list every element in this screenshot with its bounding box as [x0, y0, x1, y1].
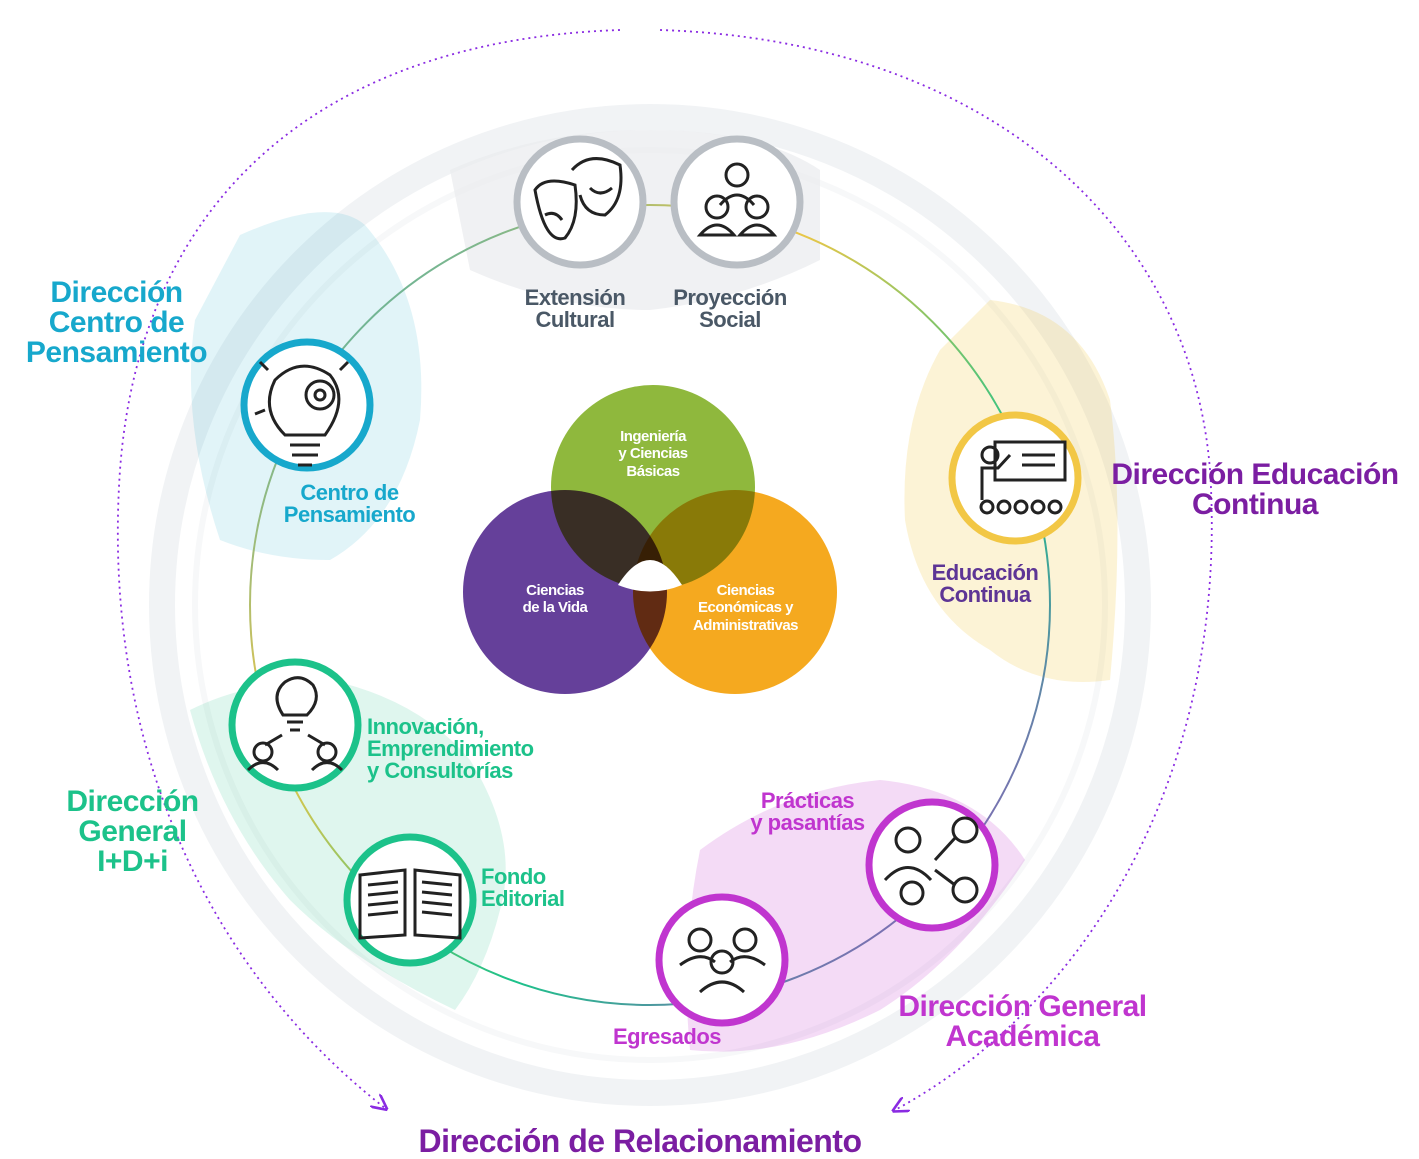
- practicas-label: Prácticas y pasantías: [750, 788, 865, 835]
- dir-acad-line1: Dirección General: [898, 990, 1147, 1023]
- dir-pens-line2: Centro de: [48, 306, 185, 339]
- venn-label-left: Ciencias de la Vida: [522, 582, 588, 617]
- extension-label: Extensión Cultural: [524, 285, 626, 332]
- theater-masks-icon: [533, 157, 623, 241]
- node-practicas: [865, 798, 999, 932]
- dir-pens-line3: Pensamiento: [25, 336, 208, 369]
- dir-idi-line1: Dirección: [66, 785, 199, 818]
- node-extension: [513, 135, 647, 269]
- node-ring: [249, 204, 1051, 1006]
- venn-circle-left: [463, 490, 667, 694]
- node-proyeccion: [670, 135, 804, 269]
- teacher-board-icon: [979, 440, 1067, 515]
- direccion-pensamiento-label: Dirección Centro de Pensamiento: [14, 278, 219, 368]
- direccion-educacion-label: Dirección Educación Continua: [1095, 460, 1415, 520]
- dir-edu-line2: Continua: [1192, 488, 1318, 521]
- proyeccion-label: Proyección Social: [673, 285, 787, 332]
- direccion-academica-label: Dirección General Académica: [880, 992, 1165, 1052]
- egresados-label: Egresados: [613, 1024, 722, 1049]
- venn-label-top: Ingeniería y Ciencias Básicas: [618, 428, 688, 480]
- node-centro: [240, 338, 374, 472]
- node-fondo: [343, 833, 477, 967]
- dir-acad-line2: Académica: [945, 1020, 1100, 1053]
- node-innovacion: [228, 658, 362, 792]
- dir-pens-line1: Dirección: [50, 276, 183, 309]
- venn-circle-right: [633, 490, 837, 694]
- venn-label-right: Ciencias Económicas y Administrativas: [692, 582, 799, 634]
- business-network-icon: [883, 816, 979, 906]
- dotted-arc-left: [116, 29, 621, 1108]
- dir-idi-line3: I+D+i: [97, 845, 168, 878]
- idea-network-icon: [246, 676, 344, 772]
- outer-ring: [149, 104, 1151, 1106]
- dotted-arc-right: [659, 29, 1213, 1110]
- innovacion-label: Innovación, Emprendimiento y Consultoría…: [367, 714, 534, 783]
- educacion-label: Educación Continua: [931, 560, 1039, 607]
- community-icon: [696, 162, 778, 237]
- fondo-label: Fondo Editorial: [481, 864, 565, 911]
- direccion-relacionamiento-label: Dirección de Relacionamiento: [418, 1123, 862, 1159]
- open-book-icon: [358, 868, 462, 940]
- venn-diagram: [463, 385, 837, 694]
- direccion-idi-label: Dirección General I+D+i: [55, 787, 210, 877]
- dir-edu-line1: Dirección Educación: [1111, 458, 1399, 491]
- graduates-group-icon: [679, 927, 766, 994]
- centro-label: Centro de Pensamiento: [283, 480, 416, 527]
- dir-idi-line2: General: [78, 815, 187, 848]
- lightbulb-gear-icon: [254, 360, 350, 467]
- venn-center: [618, 560, 682, 592]
- node-educacion: [948, 411, 1082, 545]
- node-egresados: [655, 893, 789, 1027]
